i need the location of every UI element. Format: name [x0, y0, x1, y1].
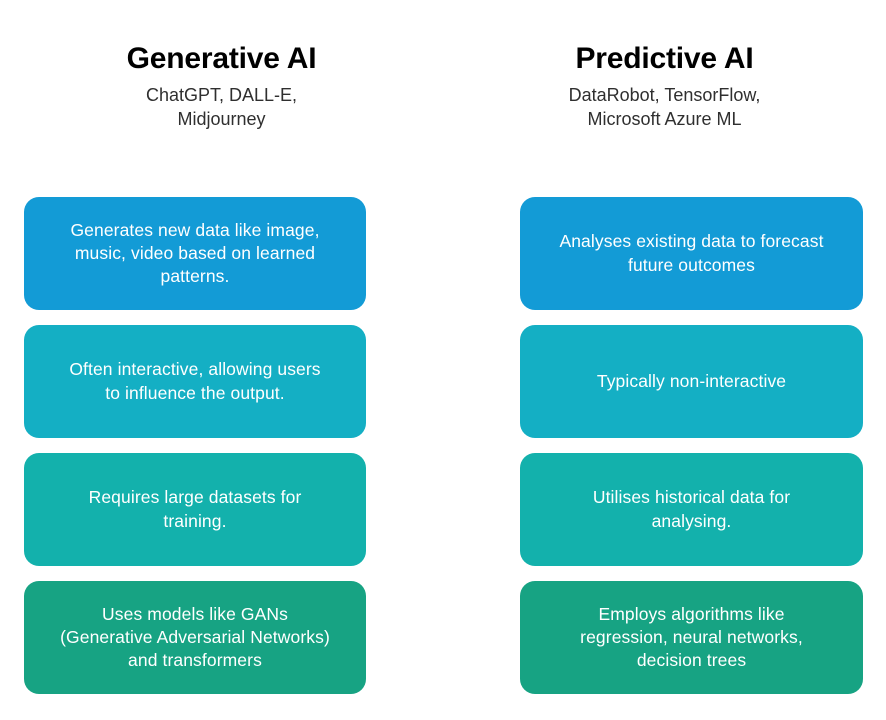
column-headers: Generative AI ChatGPT, DALL-E, Midjourne…	[0, 0, 886, 131]
comparison-card-grid: Generates new data like image, music, vi…	[0, 197, 886, 694]
cell-left: Generates new data like image, music, vi…	[0, 197, 443, 310]
comparison-row: Uses models like GANs (Generative Advers…	[0, 581, 886, 694]
page-title-predictive-ai: Predictive AI	[575, 42, 754, 75]
cell-right: Analyses existing data to forecast futur…	[443, 197, 886, 310]
cell-right: Typically non-interactive	[443, 325, 886, 438]
column-header-generative-ai: Generative AI ChatGPT, DALL-E, Midjourne…	[0, 42, 443, 131]
card-generative-3: Requires large datasets for training.	[24, 453, 366, 566]
cell-right: Utilises historical data for analysing.	[443, 453, 886, 566]
comparison-row: Generates new data like image, music, vi…	[0, 197, 886, 310]
card-predictive-2: Typically non-interactive	[520, 325, 863, 438]
subtitle-predictive-ai: DataRobot, TensorFlow, Microsoft Azure M…	[568, 84, 761, 129]
card-text: Typically non-interactive	[596, 370, 787, 391]
card-text: Employs algorithms like regression, neur…	[580, 603, 803, 671]
comparison-row: Often interactive, allowing users to inf…	[0, 325, 886, 438]
cell-right: Employs algorithms like regression, neur…	[443, 581, 886, 694]
subtitle-generative-ai: ChatGPT, DALL-E, Midjourney	[145, 84, 298, 129]
card-text: Analyses existing data to forecast futur…	[559, 231, 824, 275]
cell-left: Often interactive, allowing users to inf…	[0, 325, 443, 438]
card-text: Utilises historical data for analysing.	[592, 487, 791, 531]
card-generative-1: Generates new data like image, music, vi…	[24, 197, 366, 310]
card-generative-2: Often interactive, allowing users to inf…	[24, 325, 366, 438]
card-text: Generates new data like image, music, vi…	[70, 219, 320, 287]
cell-left: Uses models like GANs (Generative Advers…	[0, 581, 443, 694]
card-text: Requires large datasets for training.	[88, 487, 302, 531]
card-text: Often interactive, allowing users to inf…	[69, 359, 321, 403]
card-predictive-4: Employs algorithms like regression, neur…	[520, 581, 863, 694]
card-generative-4: Uses models like GANs (Generative Advers…	[24, 581, 366, 694]
column-header-predictive-ai: Predictive AI DataRobot, TensorFlow, Mic…	[443, 42, 886, 131]
page-title-generative-ai: Generative AI	[126, 42, 317, 75]
card-predictive-3: Utilises historical data for analysing.	[520, 453, 863, 566]
card-predictive-1: Analyses existing data to forecast futur…	[520, 197, 863, 310]
cell-left: Requires large datasets for training.	[0, 453, 443, 566]
comparison-row: Requires large datasets for training. Ut…	[0, 453, 886, 566]
card-text: Uses models like GANs (Generative Advers…	[60, 603, 330, 671]
